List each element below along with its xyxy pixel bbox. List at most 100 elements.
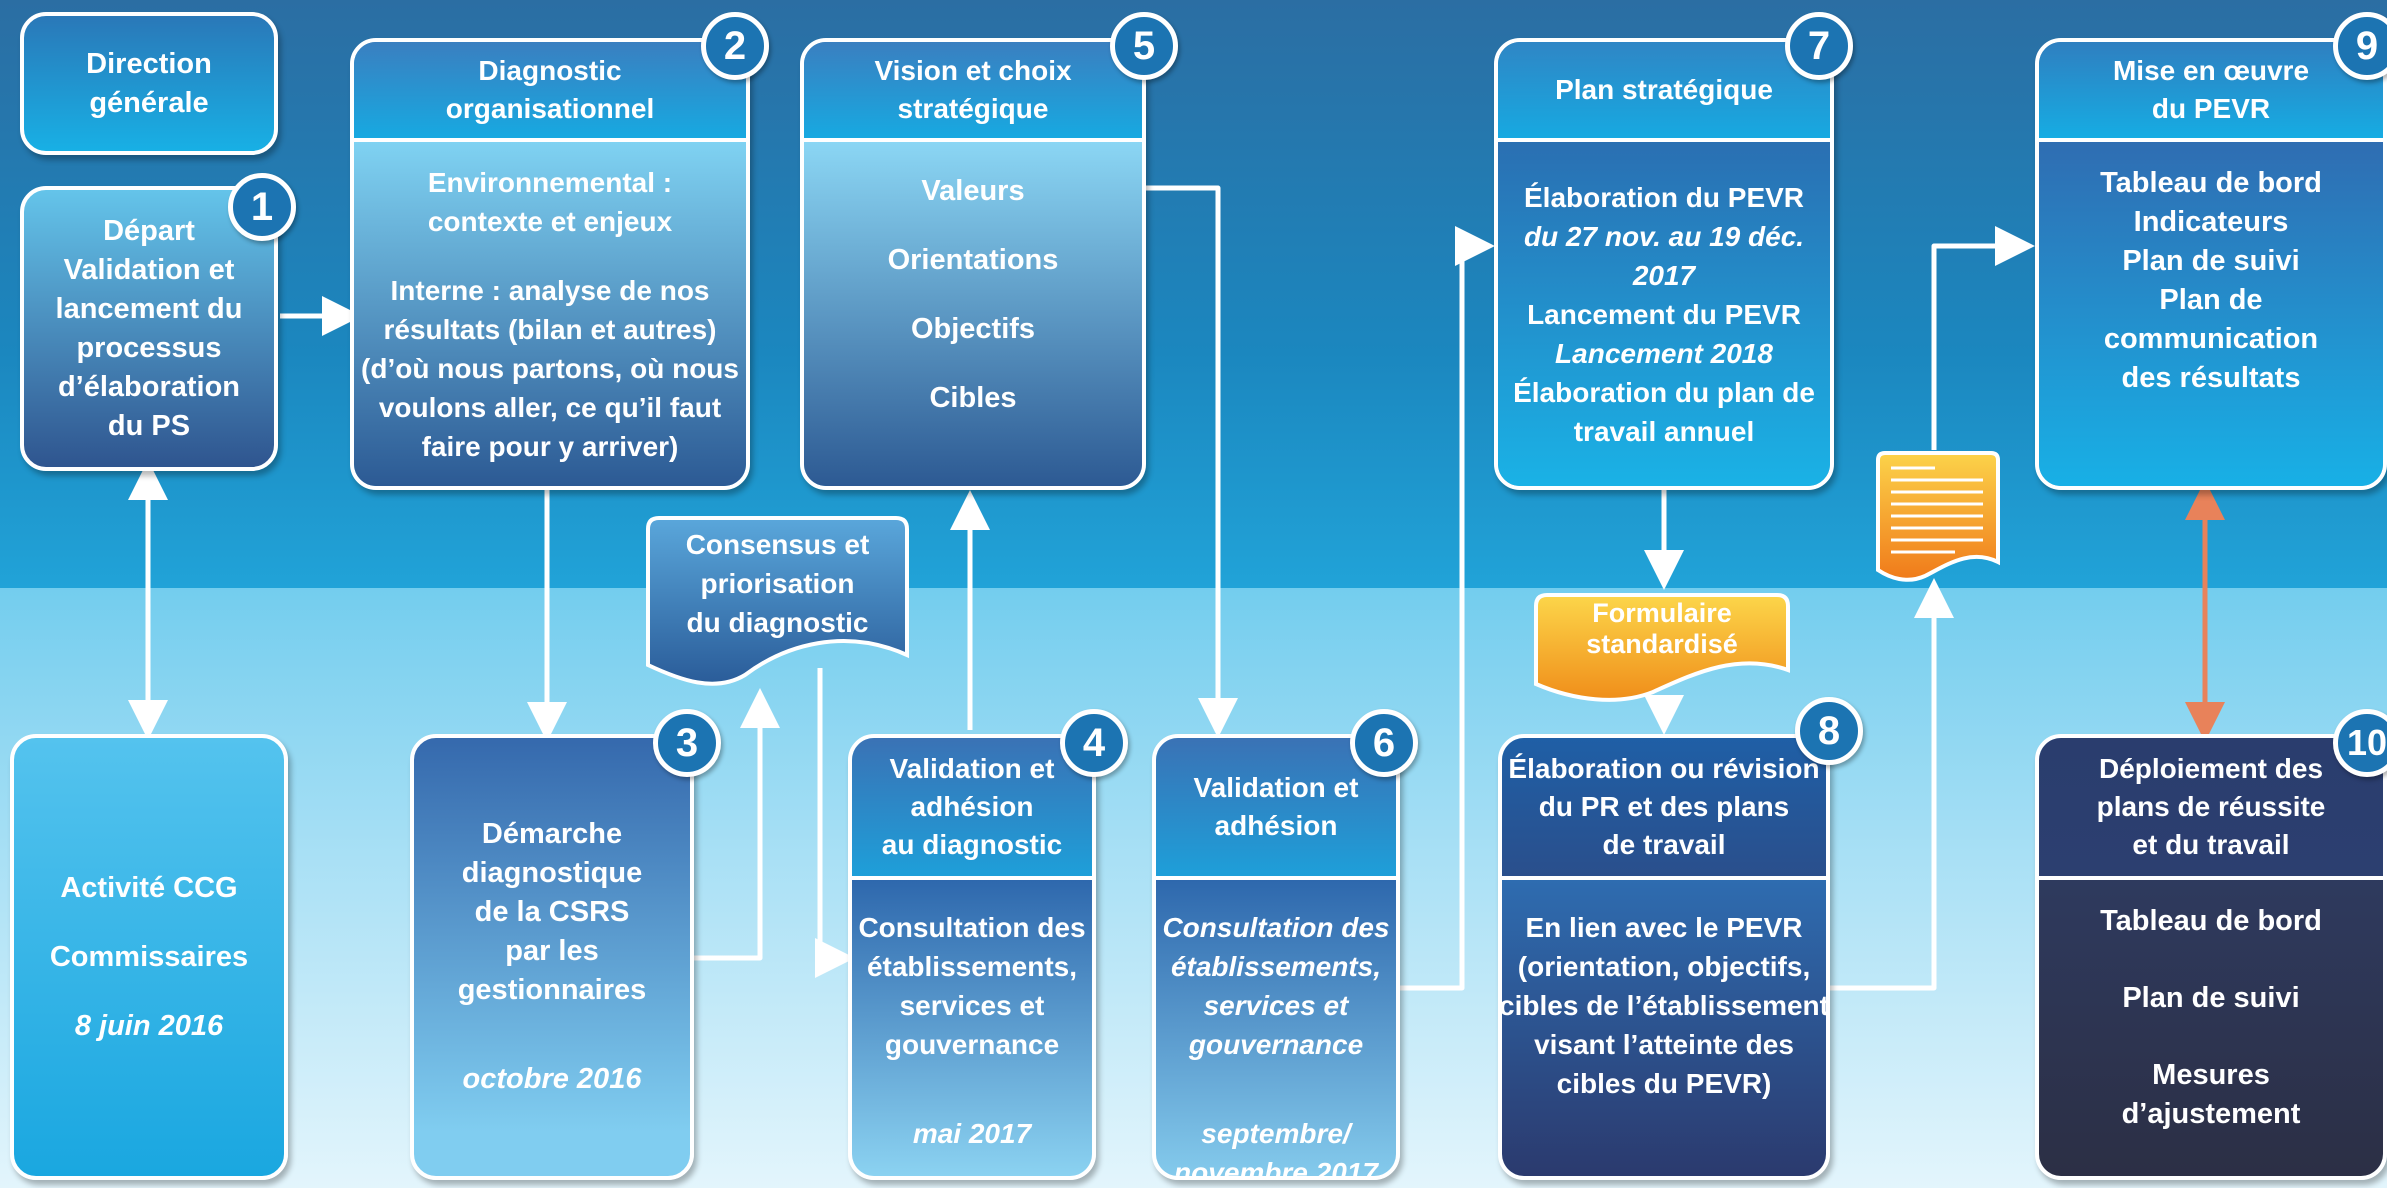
arrow-document-step9 (1931, 226, 2035, 450)
step8-title-2: du PR et des plans (1538, 791, 1790, 822)
step4-body-4: gouvernance (884, 1029, 1060, 1060)
step5-body: Valeurs Orientations Objectifs Cibles (804, 142, 1142, 486)
step7-header: Plan stratégique (1498, 42, 1830, 142)
document-icon-shape (1876, 451, 2000, 582)
step2-badge: 2 (701, 12, 769, 80)
step4-body-2: établissements, (866, 951, 1078, 982)
step8-body: En lien avec le PEVR (orientation, objec… (1502, 880, 1826, 1176)
step10-item-1: Tableau de bord (2100, 905, 2322, 937)
step6-date-2: novembre 2017 (1174, 1157, 1378, 1180)
step10-title-3: et du travail (2132, 829, 2290, 860)
document-icon (1875, 450, 2001, 588)
step2-env-1: Environnemental : (427, 166, 673, 198)
step2-title-2: organisationnel (445, 93, 655, 124)
step9-box: Mise en œuvre du PEVR Tableau de bord In… (2035, 38, 2387, 490)
arrow-step6-step7 (1399, 226, 1495, 991)
step1-line-5: d’élaboration (57, 370, 241, 403)
consensus-line-3: du diagnostic (686, 607, 869, 638)
step7-body-1: Élaboration du PEVR (1523, 181, 1805, 213)
step8-body-3: cibles de l’établissement (1499, 990, 1829, 1021)
activite-date: 8 juin 2016 (74, 1009, 224, 1042)
step10-item-4: d’ajustement (2121, 1098, 2301, 1130)
step6-body: Consultation des établissements, service… (1156, 880, 1396, 1180)
step7-body-6: Élaboration du plan de (1513, 376, 1815, 408)
step4-title-1: Validation et (889, 753, 1055, 784)
step8-header: Élaboration ou révision du PR et des pla… (1502, 738, 1826, 880)
consensus-document: Consensus et priorisation du diagnostic (645, 515, 910, 695)
step1-line-4: processus (76, 331, 222, 364)
step10-title-2: plans de réussite (2096, 791, 2326, 822)
step2-interne-2: résultats (bilan et autres) (383, 313, 717, 345)
step9-header: Mise en œuvre du PEVR (2039, 42, 2383, 142)
step5-item-3: Objectifs (910, 313, 1036, 345)
step1-line-6: du PS (107, 409, 191, 442)
step4-title-2: adhésion (910, 791, 1034, 822)
step4-title-3: au diagnostic (881, 829, 1063, 860)
step7-body-3: 2017 (1632, 259, 1696, 291)
direction-line-2: générale (89, 86, 209, 119)
arrow-consensus-step4 (815, 668, 855, 978)
step10-item-3: Mesures (2152, 1059, 2270, 1091)
step7-body-7: travail annuel (1573, 415, 1755, 447)
step2-header: Diagnostic organisationnel (354, 42, 746, 142)
step10-header: Déploiement des plans de réussite et du … (2039, 738, 2383, 880)
step4-body-1: Consultation des (858, 912, 1086, 943)
formulaire-line-1: Formulaire (1592, 598, 1732, 628)
consensus-shape (646, 516, 909, 686)
step4-body-3: services et (899, 990, 1045, 1021)
step1-line-1: Départ (103, 214, 195, 247)
step9-body-4: Plan de (2159, 284, 2263, 316)
step9-body-5: communication (2103, 323, 2319, 355)
step6-badge: 6 (1350, 709, 1418, 777)
activite-line-2: Commissaires (49, 940, 249, 973)
step8-title-1: Élaboration ou révision (1508, 753, 1820, 784)
step5-title-1: Vision et choix (874, 55, 1072, 86)
step5-item-1: Valeurs (921, 175, 1025, 207)
step7-body-4: Lancement du PEVR (1527, 298, 1801, 330)
step10-badge: 10 (2333, 709, 2387, 777)
step1-badge: 1 (228, 173, 296, 241)
step3-date: octobre 2016 (462, 1063, 642, 1095)
step8-title-3: de travail (1602, 829, 1726, 860)
step2-interne-3: (d’où nous partons, où nous (361, 352, 739, 384)
step7-body: Élaboration du PEVR du 27 nov. au 19 déc… (1498, 142, 1830, 486)
step9-body-3: Plan de suivi (2122, 245, 2300, 277)
step10-box: Déploiement des plans de réussite et du … (2035, 734, 2387, 1180)
step8-body-2: (orientation, objectifs, (1517, 951, 1811, 982)
step6-title-2: adhésion (1214, 810, 1338, 841)
step9-body-2: Indicateurs (2133, 206, 2289, 238)
step6-body-3: services et (1203, 990, 1349, 1021)
step6-title-1: Validation et (1193, 772, 1359, 803)
step10-item-2: Plan de suivi (2122, 982, 2300, 1014)
step9-badge: 9 (2333, 12, 2387, 80)
step7-body-5: Lancement 2018 (1555, 337, 1773, 369)
arrow-step8-document (1830, 578, 1954, 991)
step1-line-2: Validation et (63, 253, 235, 286)
direction-generale-box: Direction générale (20, 12, 278, 155)
step3-line-3: de la CSRS (474, 896, 630, 928)
step5-title-2: stratégique (897, 93, 1049, 124)
step2-env-2: contexte et enjeux (427, 205, 673, 237)
formulaire-line-2: standardisé (1586, 629, 1738, 659)
consensus-line-2: priorisation (700, 568, 855, 599)
step6-body-2: établissements, (1170, 951, 1382, 982)
step7-box: Plan stratégique Élaboration du PEVR du … (1494, 38, 1834, 490)
step2-body: Environnemental : contexte et enjeux Int… (354, 142, 746, 486)
step2-interne-5: faire pour y arriver) (421, 430, 679, 462)
step6-box: Validation et adhésion Consultation des … (1152, 734, 1400, 1180)
arrow-step3-consensus (694, 688, 780, 961)
arrow-step5-step6 (1146, 185, 1238, 738)
step9-body: Tableau de bord Indicateurs Plan de suiv… (2039, 142, 2383, 486)
step6-body-4: gouvernance (1188, 1029, 1364, 1060)
step8-badge: 8 (1795, 697, 1863, 765)
step5-badge: 5 (1110, 12, 1178, 80)
direction-line-1: Direction (86, 47, 212, 80)
step5-header: Vision et choix stratégique (804, 42, 1142, 142)
step9-body-6: des résultats (2121, 362, 2301, 394)
step3-line-4: par les (505, 935, 599, 967)
step9-body-1: Tableau de bord (2100, 167, 2322, 199)
formulaire-shape (1534, 593, 1790, 702)
step8-body-4: visant l’atteinte des (1534, 1029, 1794, 1060)
step3-line-2: diagnostique (461, 857, 643, 889)
